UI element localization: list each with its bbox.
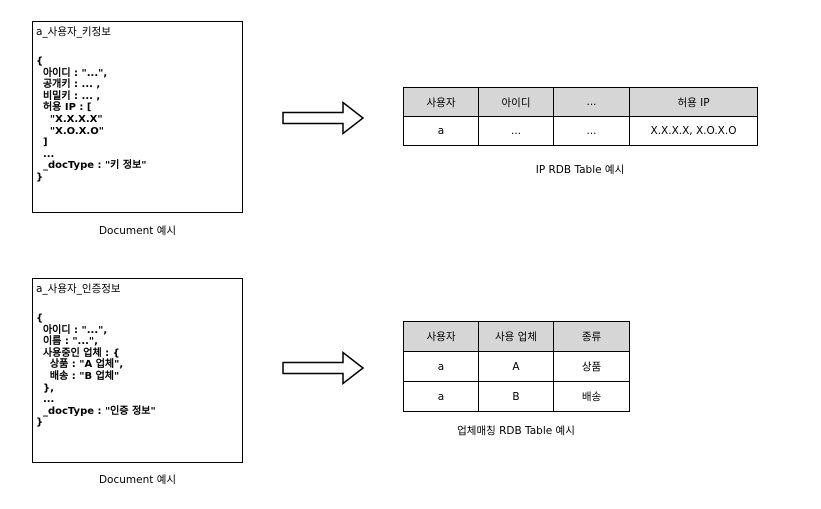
- table-caption: IP RDB Table 예시: [535, 164, 625, 176]
- document-line: 아이디 : "...",: [36, 67, 108, 79]
- document-body: { 아이디 : "...", 이름 : "...", 사용중인 업체 : { 상…: [36, 313, 156, 429]
- document-title: a_사용자_키정보: [36, 26, 111, 38]
- table-cell: a: [403, 381, 479, 412]
- table-cell: a: [403, 351, 479, 382]
- table-cell: ...: [553, 116, 630, 146]
- table-row: a......X.X.X.X, X.O.X.O: [403, 116, 758, 146]
- table-cell: a: [403, 116, 479, 146]
- document-line: _docType : "키 정보": [36, 160, 147, 172]
- document-caption: Document 예시: [98, 225, 177, 237]
- document-line: {: [36, 56, 44, 67]
- right-arrow-icon: [282, 100, 365, 136]
- document-line: ...: [36, 394, 55, 406]
- document-line: 이름 : "...",: [36, 336, 98, 348]
- table-header-cell: ...: [553, 87, 630, 117]
- document-line: 비밀키 : ... ,: [36, 90, 101, 102]
- document-line: 배송 : "B 업체": [36, 370, 120, 382]
- table-cell: A: [478, 351, 554, 382]
- table-cell: B: [478, 381, 554, 412]
- document-line: }: [36, 171, 44, 183]
- table-header-cell: 사용자: [403, 321, 479, 352]
- table-cell: X.X.X.X, X.O.X.O: [629, 116, 758, 146]
- table-header-cell: 허용 IP: [629, 87, 758, 117]
- document-line: 사용중인 업체 : {: [36, 347, 120, 359]
- document-body: { 아이디 : "...", 공개키 : ... , 비밀키 : ... , 허…: [36, 56, 146, 184]
- document-line: {: [36, 313, 44, 324]
- document-line: "X.O.X.O": [36, 125, 104, 137]
- document-box-key-info: a_사용자_키정보 { 아이디 : "...", 공개키 : ... , 비밀키…: [32, 21, 243, 213]
- document-line: ]: [36, 137, 48, 149]
- document-line: },: [36, 382, 54, 394]
- table-header-cell: 사용 업체: [478, 321, 554, 352]
- right-arrow-icon: [282, 350, 365, 386]
- document-line: 아이디 : "...",: [36, 324, 108, 336]
- document-line: 상품 : "A 업체",: [36, 359, 124, 371]
- table-header-cell: 사용자: [403, 87, 479, 117]
- document-line: }: [36, 417, 44, 429]
- document-line: ...: [36, 148, 55, 160]
- document-line: 공개키 : ... ,: [36, 79, 101, 91]
- table-cell: ...: [478, 116, 554, 146]
- document-title: a_사용자_인증정보: [36, 283, 121, 295]
- table-caption: 업체매칭 RDB Table 예시: [457, 425, 575, 437]
- document-line: _docType : "인증 정보": [36, 405, 156, 417]
- document-line: 허용 IP : [: [36, 102, 92, 114]
- document-box-auth-info: a_사용자_인증정보 { 아이디 : "...", 이름 : "...", 사용…: [32, 278, 243, 463]
- document-line: "X.X.X.X": [36, 113, 103, 125]
- table-cell: 배송: [553, 381, 630, 412]
- table-header-cell: 종류: [553, 321, 630, 352]
- table-cell: 상품: [553, 351, 630, 382]
- table-header-cell: 아이디: [478, 87, 554, 117]
- document-caption: Document 예시: [98, 474, 177, 486]
